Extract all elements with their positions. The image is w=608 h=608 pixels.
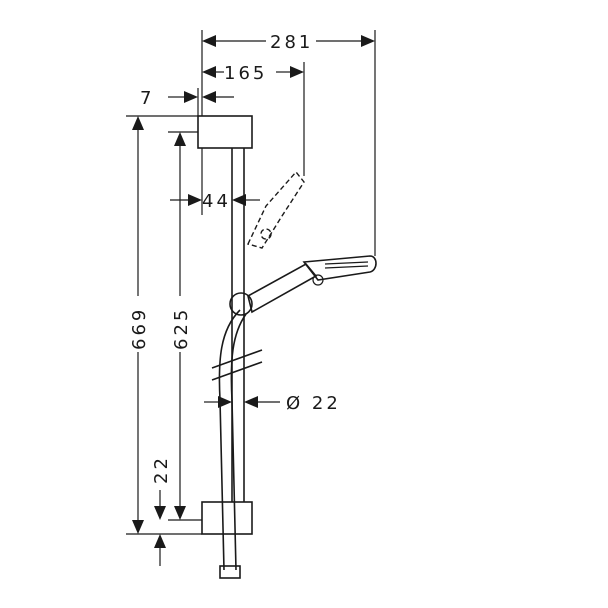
dimension-625: 625 xyxy=(168,131,202,521)
shower-hose xyxy=(218,309,247,579)
dimension-281-label: 281 xyxy=(270,32,313,53)
slider-knob xyxy=(229,292,253,316)
bottom-wall-bracket xyxy=(201,501,253,535)
handshower-tilted-outline xyxy=(247,170,305,249)
dimension-22-label: 22 xyxy=(151,455,172,484)
dimension-165: 165 xyxy=(202,62,305,176)
dimension-669-label: 669 xyxy=(129,307,150,350)
dimension-44: 44 xyxy=(170,148,260,215)
dimension-7-label: 7 xyxy=(140,88,154,109)
handshower-handle xyxy=(247,262,318,314)
dimension-44-label: 44 xyxy=(202,191,231,212)
dimension-281: 281 xyxy=(201,30,376,256)
dimension-669: 669 xyxy=(126,115,202,535)
handshower xyxy=(229,255,377,316)
top-wall-bracket xyxy=(197,115,253,149)
dimension-625-label: 625 xyxy=(171,307,192,350)
handshower-head xyxy=(302,255,377,281)
shower-rail xyxy=(197,115,263,535)
dimension-diameter-22: Ø 22 xyxy=(204,393,341,414)
dimension-diameter-label: Ø 22 xyxy=(286,393,341,414)
dimension-7: 7 xyxy=(140,88,234,116)
dimension-165-label: 165 xyxy=(224,63,267,84)
hose-nut xyxy=(219,565,241,579)
dimension-22-bottom: 22 xyxy=(151,455,172,566)
